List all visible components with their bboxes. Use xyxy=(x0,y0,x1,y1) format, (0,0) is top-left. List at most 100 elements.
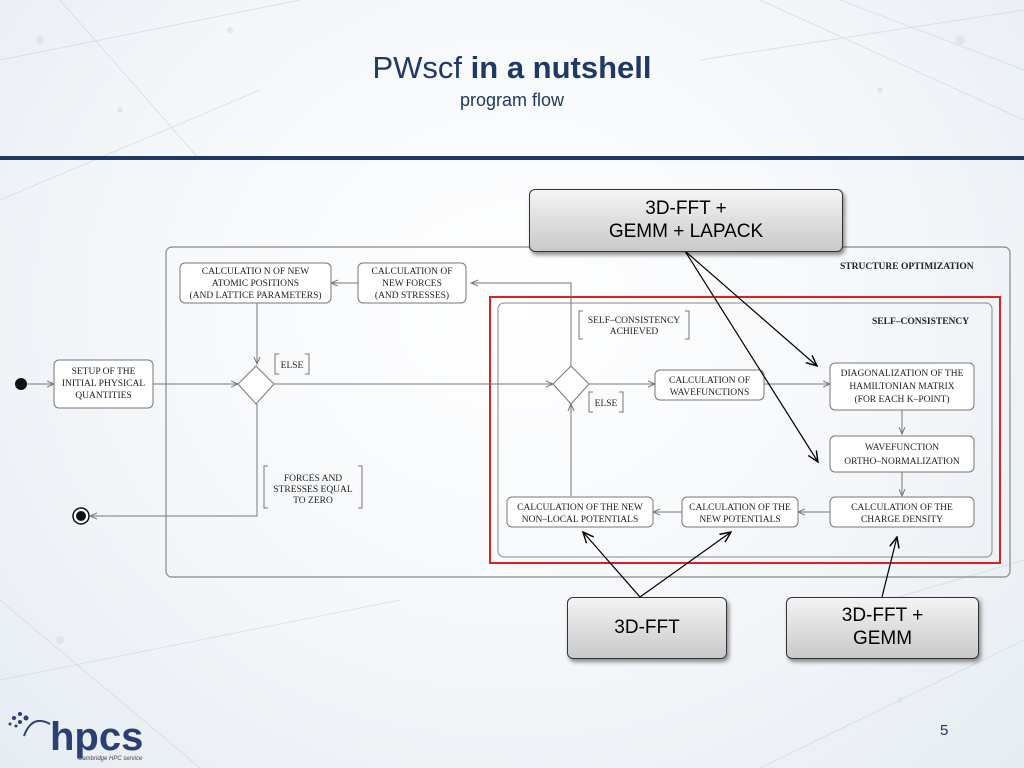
callout-arrows xyxy=(583,250,897,598)
title-bold: in a nutshell xyxy=(470,50,652,85)
guard-else-outer-text: ELSE xyxy=(281,361,304,371)
node-wavefunctions: CALCULATION OF WAVEFUNCTIONS xyxy=(654,369,765,401)
guard-scf-line1: SELF–CONSISTENCY xyxy=(588,316,681,326)
callout-bottom-right-line2: GEMM xyxy=(852,628,913,649)
svg-text:(FOR EACH K–POINT): (FOR EACH K–POINT) xyxy=(855,394,950,405)
guard-forces-line2: STRESSES EQUAL xyxy=(273,485,353,495)
node-forces-line1: CALCULATION OF xyxy=(371,267,452,277)
svg-text:CALCULATIO N OF NEW: CALCULATIO N OF NEW xyxy=(202,267,309,277)
node-setup: SETUP OF THE INITIAL PHYSICAL QUANTITIES xyxy=(53,359,154,409)
node-wavefunctions-line1: CALCULATION OF xyxy=(669,376,750,386)
hpcs-logo: hpcs Cambridge HPC service xyxy=(8,712,143,762)
end-node-core xyxy=(76,511,86,521)
page-subtitle: program flow xyxy=(459,90,565,110)
inner-decision-diamond xyxy=(552,365,590,405)
node-wavefunctions-line2: WAVEFUNCTIONS xyxy=(670,388,750,398)
guard-scf-achieved: SELF–CONSISTENCY ACHIEVED xyxy=(578,310,690,340)
callout-fft-gemm-lapack: 3D-FFT + GEMM + LAPACK xyxy=(529,189,843,252)
svg-text:CALCULATION OF THE: CALCULATION OF THE xyxy=(851,503,953,513)
svg-text:NON–LOCAL POTENTIALS: NON–LOCAL POTENTIALS xyxy=(522,515,639,525)
svg-text:ELSE: ELSE xyxy=(281,361,304,371)
callout-fft-gemm: 3D-FFT + GEMM xyxy=(786,597,979,659)
outer-decision-diamond xyxy=(237,365,275,405)
node-atomic-line2: ATOMIC POSITIONS xyxy=(212,279,299,289)
node-ortho-normalization: WAVEFUNCTION ORTHO–NORMALIZATION xyxy=(829,435,975,473)
callout-top-line2: GEMM + LAPACK xyxy=(608,220,764,242)
svg-text:NEW POTENTIALS: NEW POTENTIALS xyxy=(699,515,780,525)
callout-bottom-left-line1: 3D-FFT xyxy=(614,616,680,638)
svg-text:TO ZERO: TO ZERO xyxy=(293,496,333,506)
guard-forces-line1: FORCES AND xyxy=(284,474,342,484)
svg-text:CALCULATION OF THE NEW: CALCULATION OF THE NEW xyxy=(517,503,643,513)
node-charge-line1: CALCULATION OF THE xyxy=(851,503,953,513)
svg-text:(AND LATTICE PARAMETERS): (AND LATTICE PARAMETERS) xyxy=(189,290,321,301)
svg-text:ATOMIC POSITIONS: ATOMIC POSITIONS xyxy=(212,279,299,289)
node-new-potentials: CALCULATION OF THE NEW POTENTIALS xyxy=(681,496,799,528)
node-ortho-line2: ORTHO–NORMALIZATION xyxy=(844,457,960,467)
node-atomic-line1: CALCULATIO N OF NEW xyxy=(202,267,309,277)
title-rule xyxy=(0,156,1024,160)
logo-tagline: Cambridge HPC service xyxy=(78,756,143,762)
guard-forces-line3: TO ZERO xyxy=(293,496,333,506)
svg-text:HAMILTONIAN MATRIX: HAMILTONIAN MATRIX xyxy=(849,382,954,392)
svg-text:QUANTITIES: QUANTITIES xyxy=(75,391,131,401)
node-nonlocal-potentials: CALCULATION OF THE NEW NON–LOCAL POTENTI… xyxy=(506,496,654,528)
node-diagonalization: DIAGONALIZATION OF THE HAMILTONIAN MATRI… xyxy=(829,362,975,411)
node-charge-line2: CHARGE DENSITY xyxy=(861,515,943,525)
node-setup-line2: INITIAL PHYSICAL xyxy=(62,379,145,389)
page-title: PWscf in a nutshell xyxy=(0,50,1024,86)
svg-text:FORCES AND: FORCES AND xyxy=(284,474,342,484)
guard-forces-zero: FORCES AND STRESSES EQUAL TO ZERO xyxy=(263,465,363,509)
node-potentials-line2: NEW POTENTIALS xyxy=(699,515,780,525)
node-diag-line3: (FOR EACH K–POINT) xyxy=(855,394,950,405)
node-atomic-line3: (AND LATTICE PARAMETERS) xyxy=(189,290,321,301)
node-nonlocal-line2: NON–LOCAL POTENTIALS xyxy=(522,515,639,525)
node-setup-line1: SETUP OF THE xyxy=(72,367,136,377)
svg-text:STRESSES EQUAL: STRESSES EQUAL xyxy=(273,485,353,495)
node-forces-line3: (AND STRESSES) xyxy=(375,290,449,301)
guard-else-inner: ELSE xyxy=(588,391,624,413)
svg-text:SETUP OF THE: SETUP OF THE xyxy=(72,367,136,377)
callout-bottom-right-line1: 3D-FFT + xyxy=(841,605,924,627)
node-nonlocal-line1: CALCULATION OF THE NEW xyxy=(517,503,643,513)
node-ortho-line1: WAVEFUNCTION xyxy=(865,443,939,453)
self-consistency-label: SELF–CONSISTENCY xyxy=(872,317,969,327)
svg-text:SELF–CONSISTENCY: SELF–CONSISTENCY xyxy=(588,316,681,326)
node-setup-line3: QUANTITIES xyxy=(75,391,131,401)
node-forces-line2: NEW FORCES xyxy=(382,279,442,289)
svg-text:DIAGONALIZATION OF THE: DIAGONALIZATION OF THE xyxy=(841,369,964,379)
node-diag-line2: HAMILTONIAN MATRIX xyxy=(849,382,954,392)
svg-text:ELSE: ELSE xyxy=(595,399,618,409)
svg-text:INITIAL PHYSICAL: INITIAL PHYSICAL xyxy=(62,379,145,389)
logo-emblem-icon xyxy=(8,712,51,737)
svg-text:(AND STRESSES): (AND STRESSES) xyxy=(375,290,449,301)
title-block: PWscf in a nutshell program flow xyxy=(0,50,1024,111)
svg-text:ACHIEVED: ACHIEVED xyxy=(610,327,659,337)
node-new-forces: CALCULATION OF NEW FORCES (AND STRESSES) xyxy=(357,262,467,304)
title-regular: PWscf xyxy=(372,50,463,85)
node-atomic-positions: CALCULATIO N OF NEW ATOMIC POSITIONS (AN… xyxy=(179,262,332,304)
callout-fft: 3D-FFT xyxy=(567,597,727,659)
node-diag-line1: DIAGONALIZATION OF THE xyxy=(841,369,964,379)
svg-text:WAVEFUNCTIONS: WAVEFUNCTIONS xyxy=(670,388,750,398)
svg-text:CALCULATION OF: CALCULATION OF xyxy=(371,267,452,277)
svg-text:WAVEFUNCTION: WAVEFUNCTION xyxy=(865,443,939,453)
guard-scf-line2: ACHIEVED xyxy=(610,327,659,337)
page-number: 5 xyxy=(940,722,949,739)
guard-else-outer: ELSE xyxy=(274,353,310,375)
svg-text:ORTHO–NORMALIZATION: ORTHO–NORMALIZATION xyxy=(844,457,960,467)
svg-text:CALCULATION OF: CALCULATION OF xyxy=(669,376,750,386)
structure-optimization-label: STRUCTURE OPTIMIZATION xyxy=(840,262,974,272)
logo-text: hpcs xyxy=(50,715,143,759)
start-node xyxy=(15,378,27,390)
svg-text:CALCULATION OF THE: CALCULATION OF THE xyxy=(689,503,791,513)
node-potentials-line1: CALCULATION OF THE xyxy=(689,503,791,513)
highlight-box xyxy=(489,296,1001,564)
node-charge-density: CALCULATION OF THE CHARGE DENSITY xyxy=(829,496,975,528)
guard-else-inner-text: ELSE xyxy=(595,399,618,409)
callout-top-line1: 3D-FFT + xyxy=(645,197,727,219)
svg-text:NEW FORCES: NEW FORCES xyxy=(382,279,442,289)
svg-text:CHARGE DENSITY: CHARGE DENSITY xyxy=(861,515,943,525)
